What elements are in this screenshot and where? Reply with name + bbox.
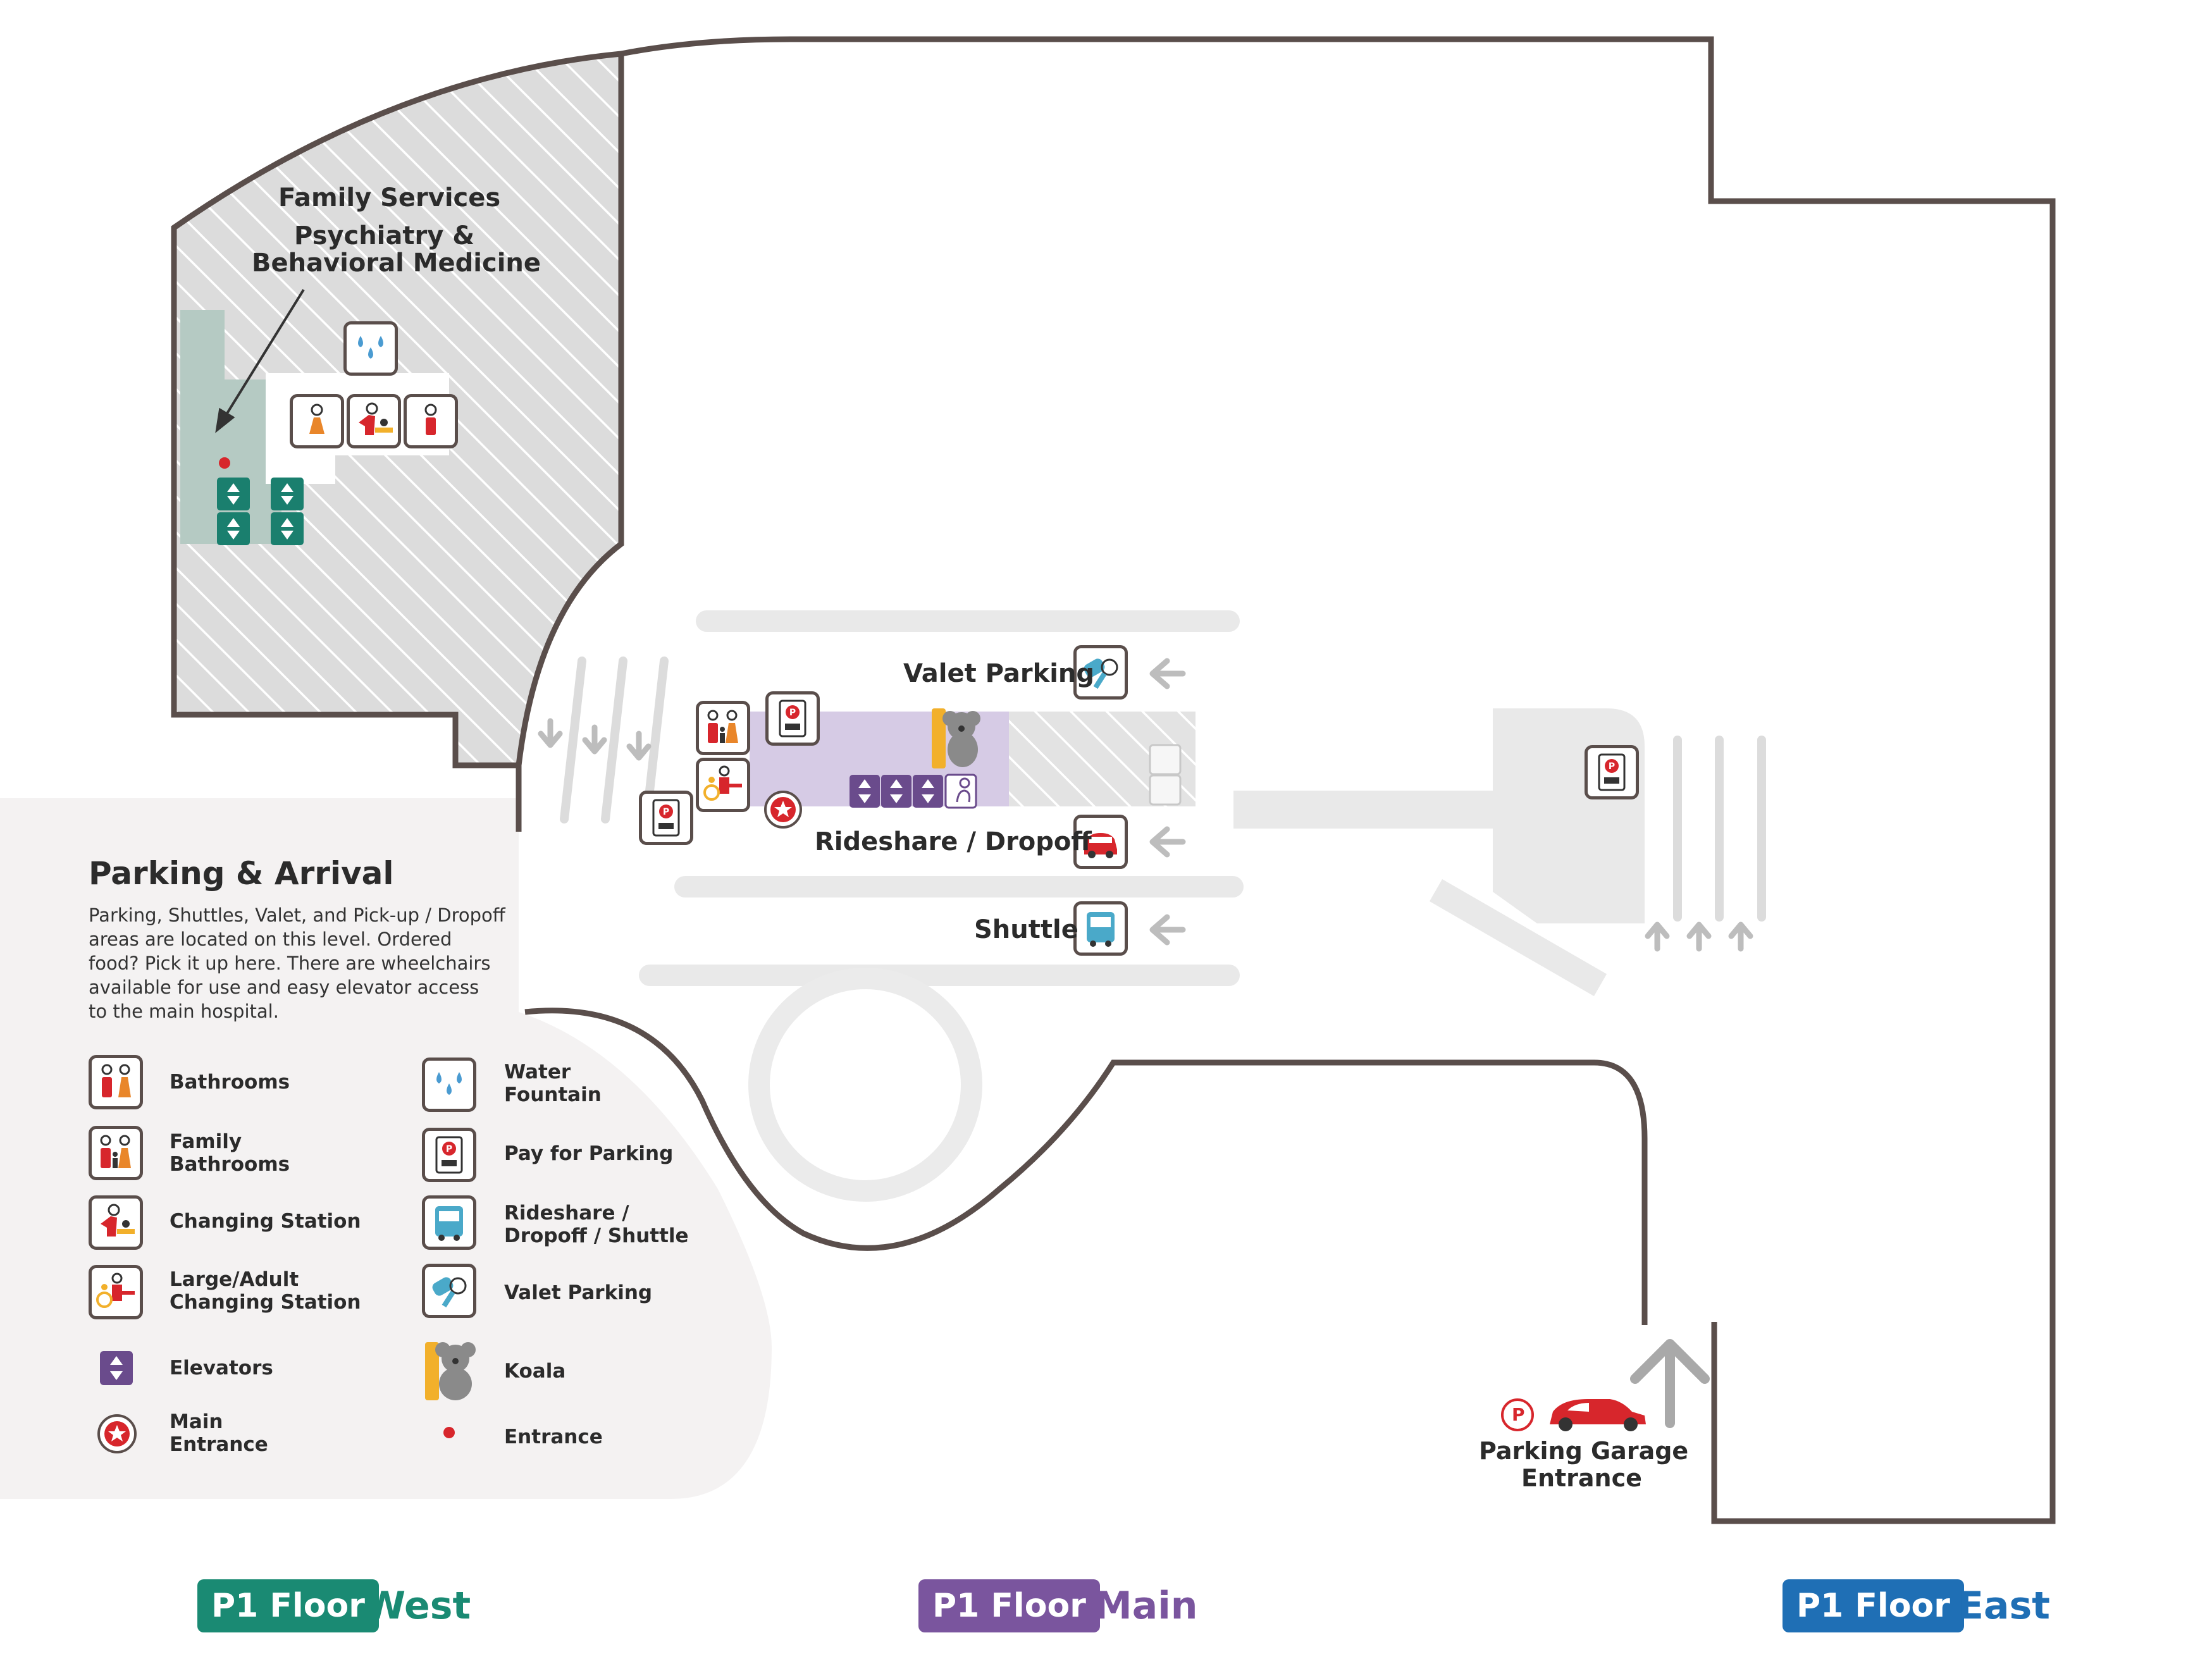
- legend-description: Parking, Shuttles, Valet, and Pick-up / …: [89, 904, 505, 1022]
- garage-entrance-arrow: [1630, 1339, 1710, 1428]
- legend-label-elevators: Elevators: [170, 1357, 273, 1379]
- floor-name-main: Main: [1094, 1584, 1198, 1628]
- water-fountain-icon: [343, 321, 398, 376]
- changing-station-icon: [347, 394, 401, 448]
- valet-icon: [422, 1264, 476, 1318]
- pay-parking-icon: P: [422, 1128, 476, 1182]
- family-services-label: Family Services: [278, 183, 501, 213]
- valet-icon: [1073, 645, 1128, 700]
- main-entrance-icon: [764, 791, 802, 829]
- legend-label-valet: Valet Parking: [504, 1281, 653, 1304]
- adult-changing-station-icon: [696, 758, 750, 812]
- floor-tag-main[interactable]: P1 Floor: [918, 1579, 1100, 1632]
- building-walls: [171, 36, 2056, 1524]
- garage-entrance-label: Entrance: [1521, 1464, 1642, 1492]
- elevator-icon: [217, 478, 304, 545]
- legend-panel-bg: [0, 798, 772, 1499]
- legend-title: Parking & Arrival: [89, 855, 394, 892]
- svg-text:P: P: [1609, 762, 1615, 772]
- callout-arrow: [215, 288, 305, 433]
- family-bathrooms-icon: [696, 701, 750, 755]
- legend-label-bathrooms: Bathrooms: [170, 1071, 290, 1094]
- floor-tag-east[interactable]: P1 Floor: [1783, 1579, 1964, 1632]
- valet-parking-label: Valet Parking: [903, 659, 1095, 688]
- entrance-dot-icon: [443, 1427, 455, 1438]
- svg-text:P: P: [789, 708, 796, 718]
- pay-parking-icon: P: [639, 791, 693, 845]
- koala-icon: [932, 708, 980, 768]
- water-fountain-icon: [422, 1058, 476, 1112]
- legend-label-rideshare: Rideshare /Dropoff / Shuttle: [504, 1202, 689, 1247]
- shuttle-label: Shuttle: [974, 915, 1078, 944]
- floor-name-west: West: [364, 1584, 471, 1628]
- entrance-dot-icon: [219, 457, 230, 469]
- elevator-icon: [1149, 744, 1182, 806]
- adult-changing-station-icon: [89, 1265, 143, 1319]
- car-icon: [1073, 815, 1128, 869]
- rideshare-dropoff-label: Rideshare / Dropoff: [815, 827, 1092, 856]
- traffic-arrows: [538, 658, 1753, 952]
- roundabout: [748, 968, 982, 1202]
- elevator-icon: [100, 1351, 133, 1385]
- svg-text:P: P: [446, 1144, 452, 1154]
- family-bathrooms-icon: [89, 1126, 143, 1180]
- bathrooms-icon: [89, 1055, 143, 1109]
- mens-restroom-icon: [404, 394, 458, 448]
- legend-label-entrance: Entrance: [504, 1426, 603, 1448]
- pay-parking-icon: P: [1585, 745, 1639, 799]
- rideshare-shuttle-icon: [1073, 901, 1128, 956]
- main-entrance-icon: [97, 1414, 137, 1453]
- legend-label-koala: Koala: [504, 1360, 566, 1383]
- svg-text:P: P: [663, 807, 669, 817]
- psychiatry-label: Psychiatry &: [294, 221, 475, 250]
- garage-p-label: P: [1512, 1404, 1525, 1425]
- changing-station-icon: [89, 1195, 143, 1250]
- rideshare-shuttle-icon: [422, 1195, 476, 1250]
- lane-lines-east: [1673, 736, 1766, 922]
- behavioral-medicine-label: Behavioral Medicine: [252, 249, 541, 278]
- parking-garage-label: Parking Garage: [1479, 1437, 1689, 1465]
- floor-name-east: East: [1958, 1584, 2050, 1628]
- womens-restroom-icon: [290, 394, 344, 448]
- floor-tag-west[interactable]: P1 Floor: [197, 1579, 379, 1632]
- garage-car-icon: [1501, 1398, 1646, 1431]
- pay-parking-icon: P: [765, 691, 820, 746]
- elevator-icon: [850, 774, 977, 809]
- legend-label-changing-station: Changing Station: [170, 1210, 361, 1233]
- legend-label-pay-parking: Pay for Parking: [504, 1142, 674, 1165]
- koala-icon: [425, 1342, 476, 1400]
